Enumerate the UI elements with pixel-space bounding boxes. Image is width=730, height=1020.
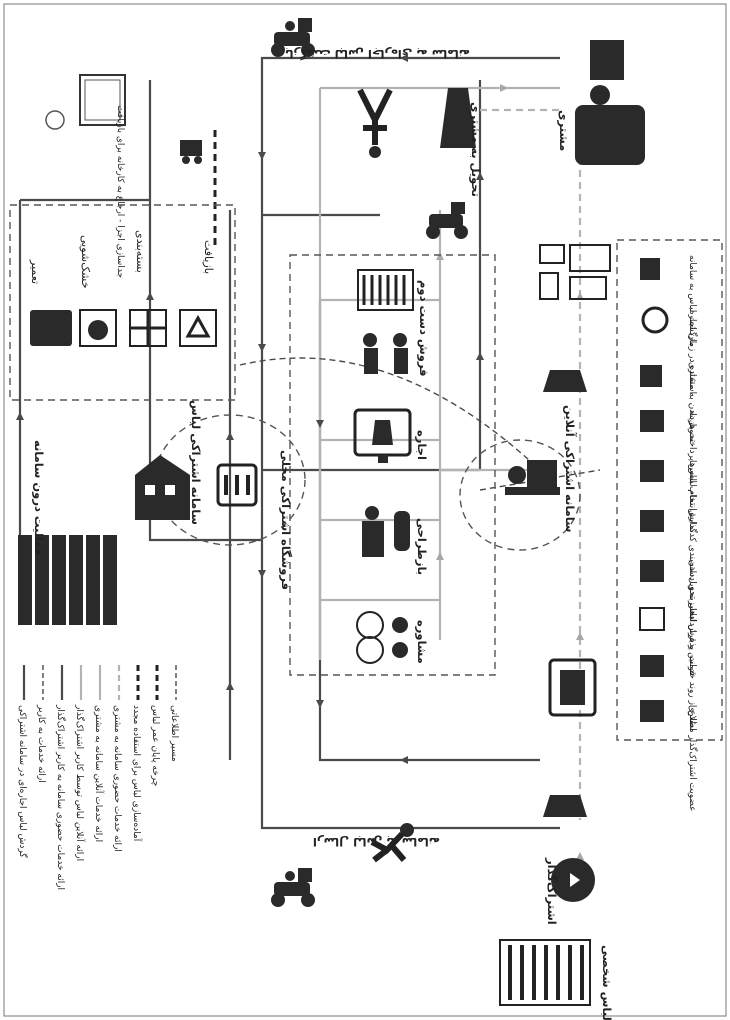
sharer-label: اشتراک‌گذار [545,857,559,925]
legend-label: چرخه پایان عمر لباس [150,705,160,786]
recycle-icon [180,310,216,346]
devices-icon [540,245,610,299]
in-system-label: فعالیت درون سامانه [31,440,46,555]
washing-machine-icon [80,310,116,346]
legend-label: گردش لباس اجاره‌ای در سامانه اشتراکی [17,705,29,858]
packaging-label: بسته‌بندی [134,230,147,273]
factory-icon [46,75,125,129]
customer-label: مشتری [557,110,571,151]
wardrobe-icon [500,940,590,1005]
legend-label: ارائه خدمات آنلاین سامانه به مشتری [93,705,105,842]
dress-icon [543,795,587,817]
tablet-icon [550,660,595,715]
consult-label: مشاوره [414,620,429,664]
send-to-system-label: ارسال لباس به سامانه [313,835,440,849]
clothes-rack-icon [358,270,413,310]
store-building-icon [135,455,190,520]
legend: گردش لباس اجاره‌ای در سامانه اشتراکی ارائ… [17,665,179,890]
delivery-scooter-icon [426,202,468,239]
legend-label: ارائه خدمات به کاربر [36,704,46,783]
local-store-label: فروشگاه اشتراکی محلی [278,450,293,590]
monitor-icon [355,410,410,463]
online-platform-label: سامانه اشتراکی آنلاین [563,405,577,532]
tailor-icon [362,506,410,557]
dryclean-label: خشک‌شویی [79,235,92,289]
laptop-user-icon [505,460,560,495]
delivery-label: تحویل به مشتری [468,102,483,197]
recycling-label: بازیافت [202,240,215,274]
dress-icon [543,370,587,392]
system-label: سامانه اشتراکی لباس [189,400,203,525]
redesign-label: بازطراحی [415,518,429,575]
flow-lines [20,58,600,828]
second-hand-label: فروش دست دوم [416,280,431,377]
legend-label: مسیر اطلاعاتی [169,705,179,762]
service-icons [640,258,667,722]
sewing-machine-icon [30,310,72,346]
consult-icon [357,612,408,663]
legend-label: ارائه آنلاین لباس توسط کاربر اشتراک‌گذار [74,704,86,861]
person-icon [360,90,390,158]
separate-parts-label: جداسازی اجزا - ارجاع به کارخانه برای باز… [115,105,125,278]
scooter-icon [271,868,315,907]
rent-label: اجاره [415,430,429,460]
seller-icon [363,333,408,374]
online-services-box [617,240,722,740]
gift-box-icon [130,310,166,346]
return-to-system-label: بازگشت لباس اجاره‌ای به سامانه [285,47,470,61]
shop-stall-icon [218,465,256,505]
service-label: بازگشت لباس به سامانه [687,255,699,346]
customer-group-icon [575,40,645,165]
repair-label: تعمیر [29,259,42,284]
legend-label: آماده‌سازی لباس برای استفاده مجدد [131,705,143,842]
legend-label: ارائه خدمات حضوری سامانه به مشتری [112,705,122,852]
legend-label: ارائه خدمات حضوری سامانه به کاربر اشتراک… [55,704,67,890]
truck-icon [180,140,202,164]
wardrobe-label: کمد لباس شخصی [600,945,614,1020]
